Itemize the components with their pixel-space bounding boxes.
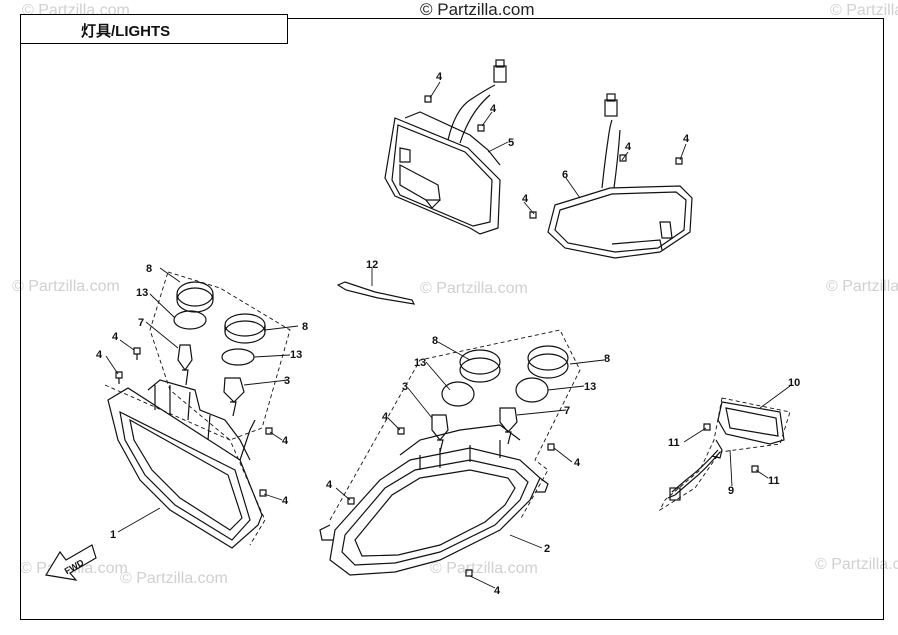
callout-3: 3 (284, 375, 290, 387)
license-lamp (711, 401, 785, 459)
watermark: © Partzilla.com (120, 570, 228, 587)
watermark: © Partzilla.com (830, 2, 898, 19)
page-title: 灯具/LIGHTS (81, 23, 171, 40)
screw (259, 489, 267, 497)
callout-4: 4 (490, 103, 497, 115)
license-lamp-wire (667, 451, 721, 499)
callout-11: 11 (668, 437, 680, 449)
callout-4: 4 (683, 133, 690, 145)
bulb-7b (499, 407, 518, 445)
callout-13: 13 (414, 357, 426, 369)
callout-1: 1 (110, 529, 116, 541)
bulb-ring-8b (224, 313, 266, 344)
callout-4: 4 (436, 71, 443, 83)
watermark: © Partzilla.com (815, 556, 898, 573)
callout-12: 12 (366, 259, 378, 271)
group-outline-license (658, 397, 791, 512)
rear-lamp-right (547, 93, 693, 259)
bulb-seal-13a (173, 310, 207, 330)
callout-4: 4 (494, 585, 501, 597)
callout-8: 8 (146, 263, 152, 275)
leader-lines (105, 81, 791, 589)
screw (529, 211, 537, 219)
bulb-3b (431, 414, 449, 453)
headlight-left (107, 379, 263, 549)
screw (703, 423, 711, 431)
callout-4: 4 (382, 411, 389, 423)
screw (265, 427, 273, 435)
bulb-seal-13d (515, 377, 549, 403)
group-outline-right (329, 329, 581, 521)
callout-4: 4 (326, 479, 333, 491)
callout-4: 4 (522, 193, 529, 205)
callout-6: 6 (562, 169, 568, 181)
watermark: © Partzilla.com (12, 278, 120, 295)
callout-4: 4 (574, 457, 581, 469)
copyright-text: © Partzilla.com (420, 0, 535, 19)
screw (675, 157, 683, 165)
title-box: 灯具/LIGHTS (20, 14, 288, 44)
callout-4: 4 (282, 495, 289, 507)
callout-4: 4 (112, 331, 119, 343)
screw (397, 427, 405, 435)
callout-8: 8 (604, 353, 610, 365)
callout-11: 11 (768, 475, 780, 487)
callout-8: 8 (302, 321, 308, 333)
callout-2: 2 (544, 543, 550, 555)
callout-8: 8 (432, 335, 438, 347)
bulb-seal-13b (221, 348, 255, 366)
callout-4: 4 (96, 349, 103, 361)
bulb-ring-8c (459, 349, 501, 383)
fwd-arrow-icon: FWD (45, 544, 97, 581)
screw (619, 154, 627, 162)
screw (133, 347, 141, 360)
bulb-3a (223, 377, 245, 417)
watermark: © Partzilla.com (430, 560, 538, 577)
bulb-7a (177, 344, 193, 386)
callout-7: 7 (138, 317, 144, 329)
rear-lamp-left (384, 59, 507, 235)
group-outline-left (149, 271, 291, 441)
callout-13: 13 (584, 381, 596, 393)
watermark: © Partzilla.com (826, 278, 898, 295)
callout-7: 7 (564, 405, 570, 417)
screw (547, 443, 555, 451)
callout-5: 5 (508, 137, 514, 149)
screw (115, 371, 123, 384)
bracket-12 (336, 281, 416, 305)
screw (477, 124, 485, 132)
callout-13: 13 (290, 349, 302, 361)
screw (465, 569, 473, 577)
screw (751, 465, 759, 473)
callout-4: 4 (282, 435, 289, 447)
bulb-seal-13c (441, 381, 475, 407)
connector (669, 487, 681, 501)
callout-4: 4 (625, 141, 632, 153)
screw (424, 95, 432, 103)
watermark: © Partzilla.com (420, 280, 528, 297)
callout-3: 3 (402, 381, 408, 393)
bulb-ring-8a (176, 281, 214, 313)
bulb-ring-8d (527, 345, 569, 379)
callout-10: 10 (788, 377, 800, 389)
screw (347, 497, 355, 505)
diagram-frame (20, 18, 884, 620)
callout-9: 9 (728, 485, 734, 497)
callout-13: 13 (136, 287, 148, 299)
